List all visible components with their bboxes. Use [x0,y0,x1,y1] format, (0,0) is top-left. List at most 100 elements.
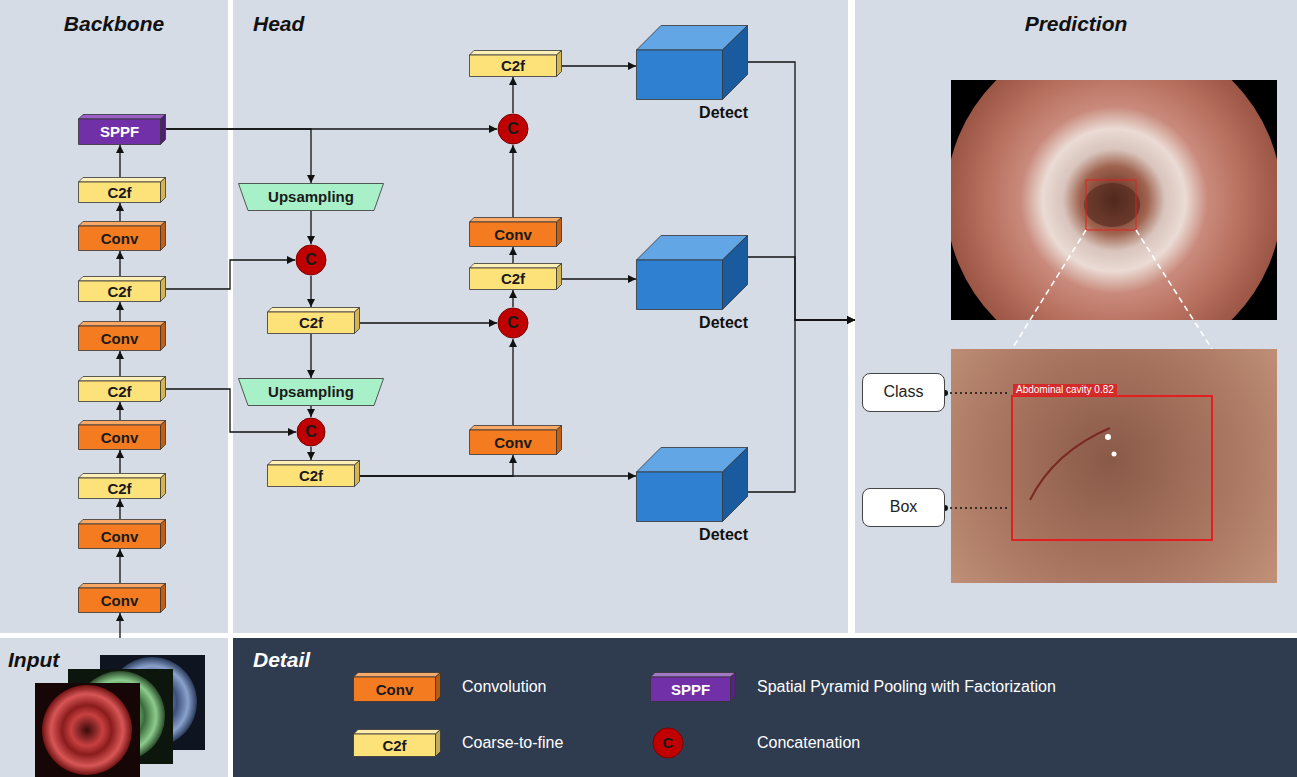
arrow-head [116,549,124,557]
arrow-head [116,613,124,621]
concat-circle: C [497,307,529,339]
leader-line [945,507,1009,509]
block-side-face [557,426,562,455]
callout-label: Class [883,383,923,401]
trapezoid-outline [239,379,384,406]
sppf-block: SPPF [78,114,166,145]
panel: PredictionClassBox [855,0,1297,633]
legend-text: Coarse-to-fine [462,734,563,752]
block-front-face [268,312,355,334]
connector [116,351,124,376]
connector [166,256,295,289]
connector [116,499,124,519]
circle-outline [296,245,326,275]
block-top-face [268,461,360,466]
input-ground [0,638,228,777]
arrow-head [509,77,517,85]
block-front-face [79,381,161,402]
legend-swatch: Conv [353,672,441,702]
arrow-head [628,472,636,480]
legend-text: Spatial Pyramid Pooling with Factorizati… [757,678,1056,696]
conv-block: Conv [78,321,166,351]
arrow-head [116,251,124,259]
conv-block: Conv [78,583,166,613]
panel: BackboneConvConvC2fConvC2fConvC2fConvC2f… [0,0,228,633]
connector [307,211,315,244]
conv-block: Conv [78,221,166,251]
legend-swatch-label: C [663,734,674,751]
panel: Input [0,638,228,777]
detection-box-small [1086,180,1136,230]
conv-block: Conv [78,519,166,549]
block-top-face [470,51,562,56]
detect-label: Detect [699,314,748,332]
block-side-face [723,448,748,522]
block-top-face [354,673,441,678]
block-label: Conv [494,226,532,243]
block-side-face [161,520,166,549]
arrow-head [509,247,517,255]
detection-box [1012,396,1212,540]
block-shape [636,235,748,310]
connector [509,145,517,217]
connector [116,251,124,276]
connector [166,125,497,133]
connector-line [360,322,497,323]
callout-box: Box [862,488,945,527]
connector-line [748,62,855,320]
block-label: C2f [107,283,131,300]
conv-block: Conv [469,217,562,247]
arrow-head [307,175,315,183]
block-side-face [161,222,166,251]
detect-label: Detect [699,104,748,122]
c2f-block: C2f [78,276,166,302]
arrow-head [509,455,517,463]
arrow-head [116,351,124,359]
prediction-ground [855,0,1297,633]
block-side-face [161,421,166,450]
callout-box: Class [862,373,945,412]
arrow-head [116,203,124,211]
connector [509,339,517,425]
label-holder: Abdominal cavity 0.82 [1013,384,1117,396]
connector-line [562,278,636,279]
c2f-block: C2f [78,376,166,402]
legend-entry: Concatenation [757,727,860,759]
block-top-face [79,520,166,525]
block-top-face [79,222,166,227]
zoomed-image [951,349,1277,583]
block-front-face [79,281,161,302]
block-side-face [161,178,166,203]
connector-line [166,260,295,289]
input-image-red [35,683,140,777]
block-front-face [79,119,161,145]
arrow-head [116,302,124,310]
block-side-face [161,584,166,613]
block-top-face [79,322,166,327]
legend-entry: Coarse-to-fine [462,729,563,757]
block-side-face [557,264,562,290]
legend-circle-fill [653,728,683,758]
block-label: Conv [494,434,532,451]
block-side-face [161,474,166,499]
block-shape [636,25,748,100]
connector [307,406,315,417]
concat-label: C [305,423,317,441]
connector-line [166,128,497,129]
connector [116,402,124,420]
input-image-red-view [42,685,132,775]
concat-label: C [305,251,317,269]
endoscope-view [951,80,1277,320]
block-front-face [470,268,557,290]
block-side-face [161,377,166,402]
block-side-face [557,218,562,247]
arrow-head [116,145,124,153]
block-front-face [637,50,723,100]
block-top-face [79,277,166,282]
block-top-face [470,218,562,223]
connector [509,290,517,307]
block-label: Conv [101,429,139,446]
block-front-face [470,222,557,247]
arrow-head [287,256,295,264]
c2f-block: C2f [469,263,562,290]
